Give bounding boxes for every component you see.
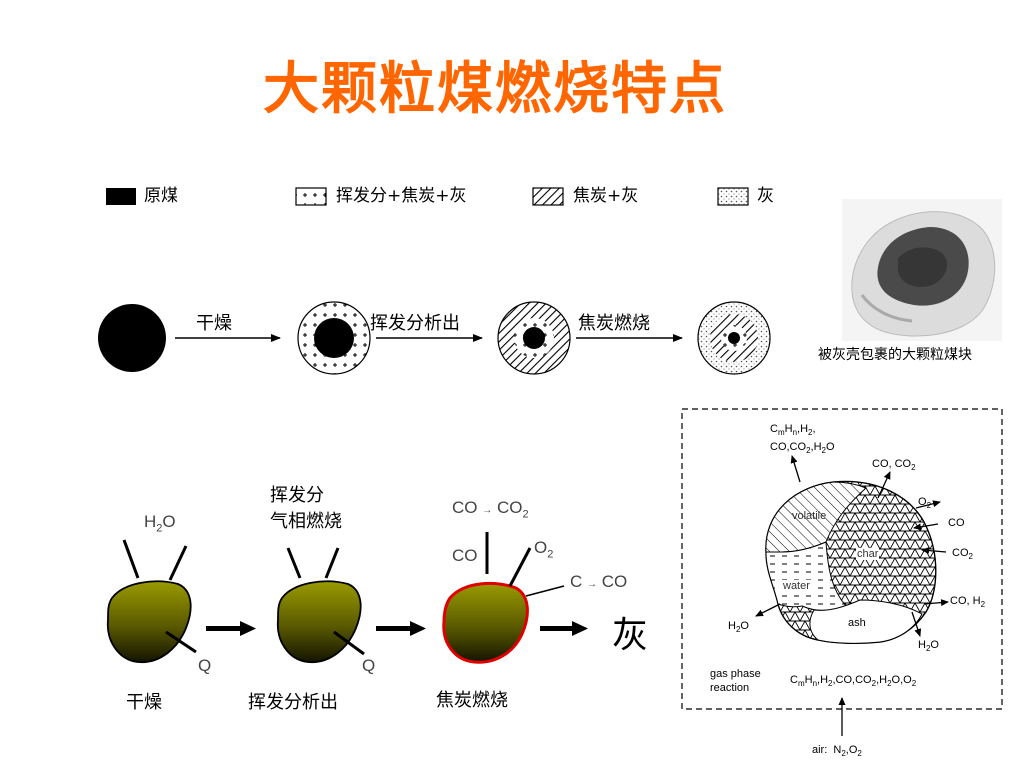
bottom-stage-devolatilization: 挥发分析出 <box>248 692 338 713</box>
schematic-h2o-right: H2O <box>918 639 939 654</box>
schematic-co-co2: CO, CO2 <box>872 458 916 473</box>
schematic-co2: CO2 <box>952 547 973 562</box>
legend-label-raw-coal: 原煤 <box>144 186 178 206</box>
photo-caption: 被灰壳包裹的大颗粒煤块 <box>818 347 972 363</box>
bottom-particle-devolatilization <box>276 547 365 663</box>
coal-photo <box>842 199 1002 341</box>
arrow-label-char-combustion: 焦炭燃烧 <box>578 313 650 334</box>
schematic-region-water: water <box>782 580 811 592</box>
legend-label-char-ash: 焦炭+灰 <box>573 186 639 206</box>
label-o2: O2 <box>534 538 554 561</box>
schematic-o2: O2 <box>918 496 932 511</box>
arrow-label-devolatilization: 挥发分析出 <box>370 313 460 334</box>
schematic-co-h2: CO, H2 <box>950 595 986 610</box>
page-title: 大颗粒煤燃烧特点 <box>263 57 727 122</box>
label-co: CO <box>452 546 478 565</box>
legend-swatch-raw-coal <box>106 188 136 205</box>
bottom-arrow-1 <box>206 621 256 636</box>
legend-swatch-volatile-char-ash <box>295 187 327 206</box>
schematic-co: CO <box>948 517 965 529</box>
particle-char-burning <box>497 301 571 375</box>
label-volatile-2: 气相燃烧 <box>270 511 342 532</box>
legend-label-ash: 灰 <box>757 186 774 206</box>
label-volatile-1: 挥发分 <box>270 485 324 506</box>
schematic-air: air: N2,O2 <box>812 744 862 759</box>
particle-raw-coal <box>98 304 166 372</box>
particle-burnout <box>697 301 771 375</box>
bottom-particle-drying <box>106 539 197 663</box>
schematic-region-ash: ash <box>848 617 866 629</box>
schematic-region-volatile: volatile <box>792 510 827 522</box>
bottom-stage-char-combustion: 焦炭燃烧 <box>436 690 508 711</box>
label-q-2: Q <box>362 656 376 675</box>
bottom-arrow-2 <box>376 621 426 636</box>
label-q-1: Q <box>198 656 212 675</box>
legend-swatch-char-ash <box>532 187 564 206</box>
bottom-particle-char-combustion <box>442 532 565 664</box>
schematic-particle <box>765 480 937 645</box>
label-ash-big: 灰 <box>612 615 649 656</box>
label-h2o: H2O <box>144 512 176 535</box>
bottom-stage-drying: 干燥 <box>126 692 162 713</box>
bottom-arrow-3 <box>540 621 588 636</box>
schematic-region-char: char <box>856 548 880 560</box>
legend-swatch-ash <box>717 187 749 206</box>
particle-devolatilizing <box>297 301 371 375</box>
arrow-label-drying: 干燥 <box>196 313 232 334</box>
schematic-gas-products: CmHn,H2,CO,CO2,H2O,O2 <box>790 674 917 689</box>
label-co-to-co2: CO → CO2 <box>452 498 529 521</box>
schematic-h2o-left: H2O <box>728 620 749 635</box>
region-ash <box>809 599 923 644</box>
legend-label-volatile-char-ash: 挥发分+焦炭+灰 <box>336 186 467 206</box>
label-c-to-co: C → CO <box>570 572 628 591</box>
schematic-products-top: CmHn,H2,CO,CO2,H2O <box>770 423 835 456</box>
